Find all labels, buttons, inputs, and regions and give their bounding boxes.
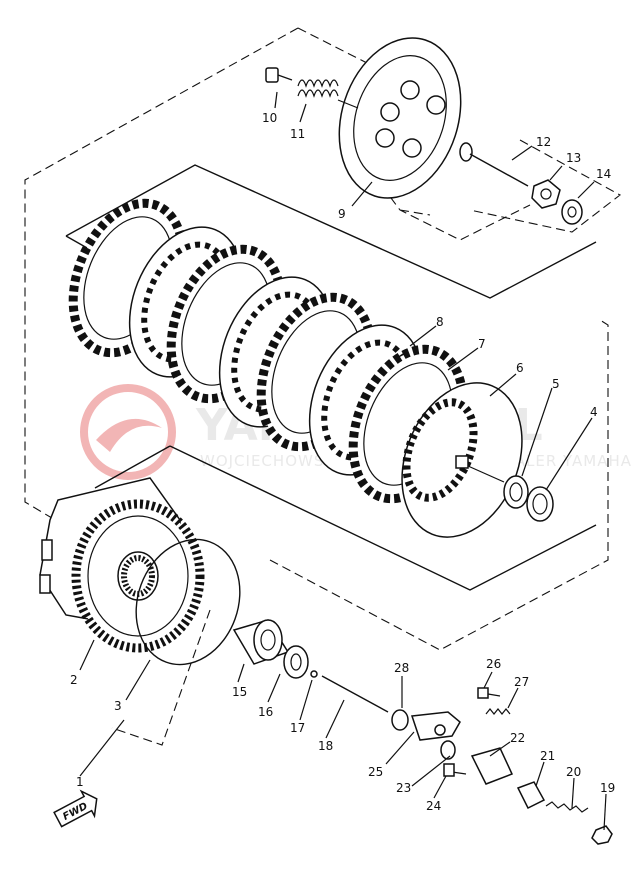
part-label-16: 16 [258,705,273,719]
washer-16 [283,645,309,679]
part-label-17: 17 [290,721,305,735]
spacer [232,619,290,665]
washer [561,199,583,225]
lock-nut [531,179,561,209]
dashed-boundary-outer [24,27,622,746]
leader-lines [79,91,607,831]
part-label-6: 6 [516,361,524,375]
part-label-20: 20 [566,765,581,779]
clutch-housing [39,477,205,653]
part-label-26: 26 [486,657,501,671]
part-label-27: 27 [514,675,529,689]
part-label-23: 23 [396,781,411,795]
part-label-11: 11 [290,127,305,141]
part-label-7: 7 [478,337,486,351]
part-label-9: 9 [338,207,346,221]
part-label-22: 22 [510,731,525,745]
part-label-25: 25 [368,765,383,779]
part-label-13: 13 [566,151,581,165]
thrust-washer-4 [526,486,554,522]
push-lever-assembly [391,687,613,845]
part-label-14: 14 [596,167,611,181]
part-label-5: 5 [552,377,560,391]
push-rod [459,142,529,187]
o-ring [135,538,241,666]
part-label-2: 2 [70,673,78,687]
part-label-19: 19 [600,781,615,795]
part-label-18: 18 [318,739,333,753]
part-label-24: 24 [426,799,441,813]
thrust-washer-5 [503,475,529,509]
clutch-spring [297,79,359,109]
part-labels: 1 2 3 4 5 6 7 8 9 10 11 12 13 14 15 16 1… [70,111,615,813]
bolt [265,67,293,83]
part-label-4: 4 [590,405,598,419]
part-label-28: 28 [394,661,409,675]
ball [310,670,318,678]
part-label-21: 21 [540,749,555,763]
pressure-plate [338,37,462,199]
push-rod-short [321,675,389,713]
part-label-10: 10 [262,111,277,125]
fwd-arrow-icon: FWD [53,789,98,828]
part-label-15: 15 [232,685,247,699]
part-label-1: 1 [76,775,84,789]
part-label-3: 3 [114,699,122,713]
watermark-logo-icon [80,384,176,480]
part-label-8: 8 [436,315,444,329]
part-label-12: 12 [536,135,551,149]
